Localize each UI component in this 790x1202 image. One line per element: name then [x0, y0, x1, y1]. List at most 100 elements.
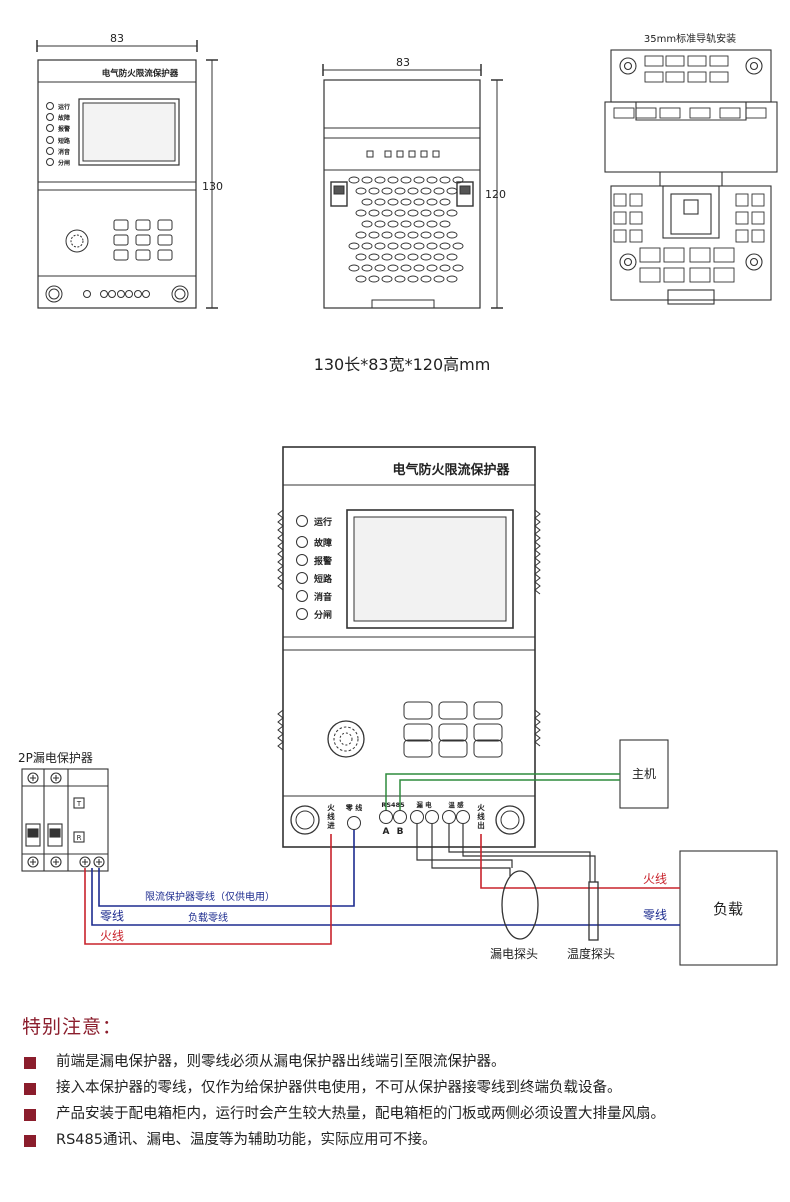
vent-slot — [439, 220, 451, 228]
neutral-terminal-label: 零 线 — [345, 803, 362, 812]
bullet-square-icon — [24, 1057, 36, 1069]
vent-slot — [355, 209, 367, 217]
note-text: RS485通讯、漏电、温度等为辅助功能，实际应用可不接。 — [56, 1132, 437, 1148]
rear-cell — [713, 247, 735, 263]
vent-slot — [452, 242, 464, 250]
side-width-dim: 83 — [396, 56, 410, 69]
host-wires — [385, 773, 620, 810]
breaker-title: 2P漏电保护器 — [18, 751, 93, 765]
notes-title: 特别注意： — [22, 1016, 123, 1038]
rear-cell — [613, 193, 627, 207]
rear-cell — [639, 267, 661, 283]
vent-slot — [387, 198, 399, 206]
rear-cell — [689, 267, 711, 283]
breaker-t-label: T — [76, 800, 82, 808]
vent-slot — [381, 275, 393, 283]
vent-slot — [439, 242, 451, 250]
vent-slot — [446, 187, 458, 195]
front-width-dim: 83 — [110, 32, 124, 45]
load-neutral-right-label: 零线 — [643, 908, 667, 922]
vent-slot — [420, 209, 432, 217]
diagram-canvas: 83 130 电气防火限流保护器 运行 故障 报警 短路 消音 分闸 83 12… — [18, 32, 778, 966]
temp-probe-label: 温度探头 — [567, 946, 615, 961]
side-vent-grid — [348, 176, 464, 283]
vent-slot — [420, 253, 432, 261]
device-indicator-labels: 运行 故障 报警 短路 消音 分闸 — [314, 516, 333, 621]
vent-slot — [355, 231, 367, 239]
vent-slot — [413, 242, 425, 250]
rear-cell — [687, 71, 707, 83]
vent-slot — [394, 231, 406, 239]
vent-slot — [368, 275, 380, 283]
vent-slot — [387, 242, 399, 250]
vent-slot — [368, 187, 380, 195]
bullet-square-icon — [24, 1109, 36, 1121]
vent-slot — [361, 264, 373, 272]
front-height-dim: 130 — [202, 180, 223, 193]
vent-slot — [413, 264, 425, 272]
vent-slot — [413, 198, 425, 206]
rear-cell — [713, 267, 735, 283]
vent-slot — [426, 198, 438, 206]
rear-cell — [629, 211, 643, 225]
vent-slot — [420, 231, 432, 239]
vent-slot — [426, 220, 438, 228]
vent-slot — [433, 209, 445, 217]
neutral-supply-label: 限流保护器零线（仅供电用） — [145, 890, 275, 903]
rear-cell — [635, 107, 657, 119]
rs485-b-label: B — [397, 827, 404, 837]
vent-slot — [446, 209, 458, 217]
front-indicator-label: 分闸 — [58, 159, 70, 167]
indicator-label: 分闸 — [314, 609, 332, 621]
live-wires — [84, 834, 680, 945]
rear-cell — [751, 193, 765, 207]
vent-slot — [439, 198, 451, 206]
vent-slot — [426, 242, 438, 250]
size-caption: 130长*83宽*120高mm — [314, 355, 491, 374]
rs485-label: RS485 — [381, 801, 405, 809]
rear-cell — [719, 107, 741, 119]
rear-cell — [689, 107, 711, 119]
note-item: RS485通讯、漏电、温度等为辅助功能，实际应用可不接。 — [22, 1127, 782, 1153]
front-indicator-labels: 运行 故障 报警 短路 消音 分闸 — [58, 103, 71, 167]
leakage-probe-label: 漏电探头 — [490, 947, 538, 961]
vent-slot — [446, 275, 458, 283]
vent-slot — [381, 187, 393, 195]
vent-slot — [452, 176, 464, 184]
load-label: 负载 — [713, 900, 743, 918]
bullet-square-icon — [24, 1083, 36, 1095]
rear-cell — [644, 55, 664, 67]
rear-cell — [687, 55, 707, 67]
load-live-label: 火线 — [643, 872, 667, 886]
rear-cell — [639, 247, 661, 263]
vent-slot — [368, 209, 380, 217]
vent-slot — [446, 253, 458, 261]
vent-slot — [446, 231, 458, 239]
vent-slot — [394, 209, 406, 217]
vent-slot — [361, 176, 373, 184]
rear-cell — [629, 229, 643, 243]
vent-slot — [355, 187, 367, 195]
main-device — [277, 446, 541, 848]
note-text: 前端是漏电保护器，则零线必须从漏电保护器出线端引至限流保护器。 — [56, 1054, 506, 1070]
vent-slot — [426, 176, 438, 184]
vent-slot — [387, 176, 399, 184]
rear-cell — [689, 247, 711, 263]
rear-cell — [709, 71, 729, 83]
vent-slot — [413, 176, 425, 184]
load-box — [679, 850, 778, 966]
vent-slot — [381, 253, 393, 261]
vent-slot — [374, 198, 386, 206]
vent-slot — [400, 264, 412, 272]
notes-list: 前端是漏电保护器，则零线必须从漏电保护器出线端引至限流保护器。 接入本保护器的零… — [22, 1049, 782, 1153]
load-neutral-label: 负载零线 — [188, 911, 228, 924]
rear-cell — [735, 229, 749, 243]
vent-slot — [400, 176, 412, 184]
rear-cells — [613, 55, 767, 283]
indicator-label: 运行 — [314, 516, 332, 528]
live-label: 火线 — [100, 929, 124, 943]
vent-slot — [439, 176, 451, 184]
vent-slot — [394, 275, 406, 283]
vent-slot — [407, 253, 419, 261]
rear-cell — [665, 71, 685, 83]
